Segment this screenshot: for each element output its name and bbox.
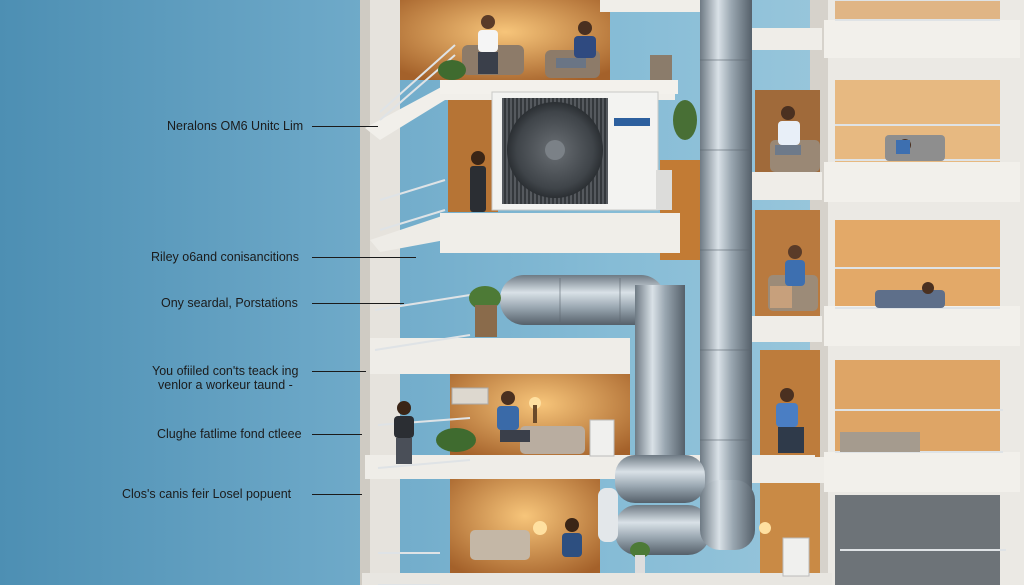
annotation-leader-4: [312, 371, 366, 372]
residents: [394, 15, 934, 557]
ac-outdoor-unit: [491, 91, 672, 211]
interior-rooms: [400, 0, 1000, 585]
annotation-leader-3: [312, 303, 404, 304]
annotation-leader-5: [312, 434, 362, 435]
annotation-text-4a: You ofiiled con'ts teack ing: [152, 364, 299, 378]
annotation-text-5: Clughe fatlime fond ctleee: [157, 427, 302, 441]
appliances: [589, 55, 810, 577]
annotation-leader-2: [312, 257, 416, 258]
balcony-railings: [374, 0, 1006, 585]
ventilation-duct: [500, 0, 755, 555]
annotation-leader-6: [312, 494, 362, 495]
potted-plants: [436, 60, 697, 573]
annotation-text-2: Riley o6and conisancitions: [151, 250, 300, 264]
annotation-text-1: Neralons OM6 Unitc Lim: [167, 119, 304, 133]
annotation-leader-1: [312, 126, 378, 127]
wall-sign: [451, 387, 489, 405]
annotation-text-3: Ony seardal, Porstations: [161, 296, 298, 310]
annotation-text-4b: venlor a workeur taund -: [158, 378, 293, 392]
annotation-text-6: Clos's canis feir Losel popuent: [122, 487, 292, 501]
